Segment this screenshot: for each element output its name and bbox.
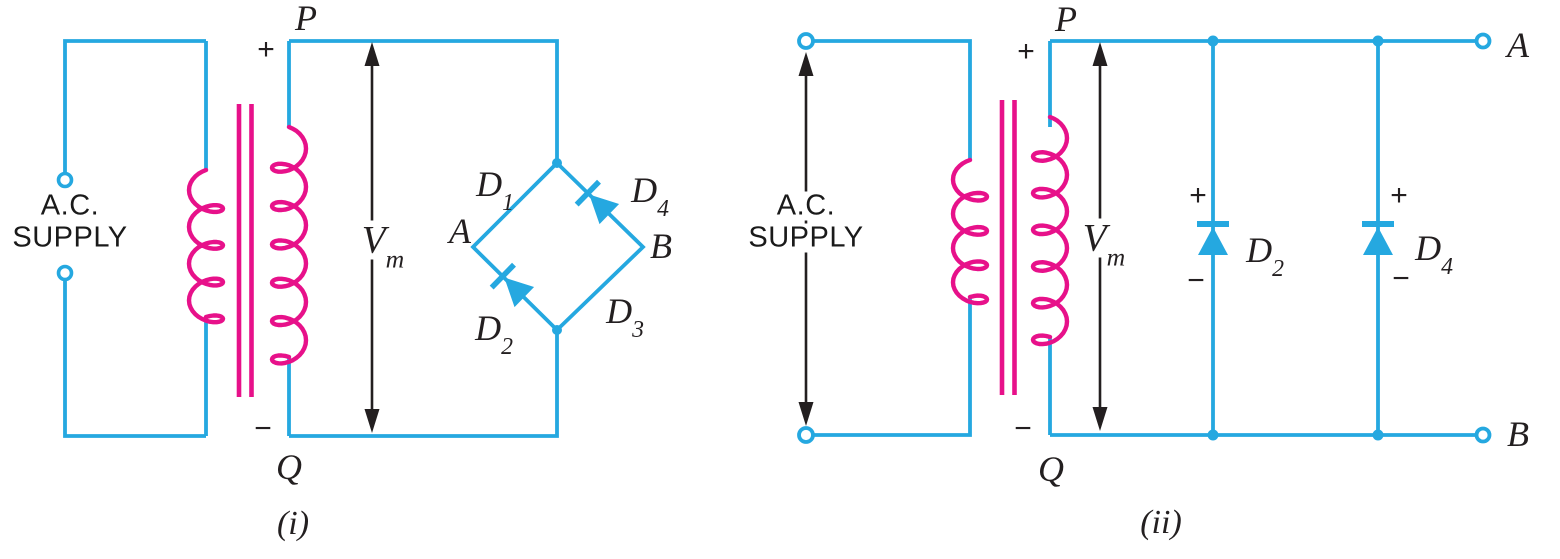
primary-coil-i [186,167,226,325]
secondary-coil-i [269,124,309,366]
diode-bar [574,179,601,207]
secondary-rails-i [289,39,559,438]
terminal-circle [56,264,74,282]
terminals-ii [797,32,1492,444]
d4-sub: 4 [1441,253,1453,280]
arrowhead-down [798,402,814,426]
diode-triangle [1198,227,1228,255]
ac-supply-label-line1-ii: A.C. [774,189,838,222]
vm-label-i: Vm [358,218,408,272]
d2-main: D [475,308,502,348]
figure-caption-ii: (ii) [1140,504,1182,541]
output-rails-ii [1050,39,1483,437]
arrowhead-down [1092,407,1108,431]
polarity-minus-i: − [254,412,272,445]
d1-sub: 1 [502,189,514,216]
diode-symbol-d2 [1197,221,1229,255]
ac-supply-label-line2-ii: SUPPLY [746,221,866,254]
diode-triangle [1363,227,1393,255]
output-label-b: B [1507,414,1529,454]
arrowhead-up [1092,42,1108,66]
junction-dots-i [552,158,562,335]
diode-label-d2: D2 [1246,230,1284,281]
transformer-core-i [236,104,254,397]
junction-dot [552,158,562,168]
terminal-label-q-ii: Q [1038,449,1064,489]
junction-dot [1372,429,1384,441]
secondary-coil-ii [1030,114,1070,347]
terminal-label-p-ii: P [1055,0,1077,39]
d2-minus-sign: − [1187,264,1205,297]
terminal-label-p-i: P [295,0,317,38]
terminal-circle [797,426,815,444]
junction-dot [552,325,562,335]
diode-label-d4-bridge: D4 [631,170,669,221]
d4-sub: 4 [657,195,669,222]
primary-rails-ii [806,39,972,437]
d4-main: D [631,170,658,210]
diode-bar [489,262,516,290]
polarity-plus-ii: + [1017,35,1035,68]
bridge-node-label-a: A [449,211,471,251]
output-label-a: A [1507,25,1529,65]
diode-triangle [589,194,620,225]
d2-sub: 2 [501,333,513,360]
vm-sub: m [1106,242,1126,272]
figure-i-wires [63,39,646,438]
arrowhead-up [364,42,380,66]
ac-supply-label-line1-i: A.C. [38,189,102,222]
ac-source-loop-i [63,39,206,438]
d3-main: D [606,291,633,331]
arrowhead-down [364,409,380,433]
primary-coil-ii [950,157,990,306]
d3-sub: 3 [632,316,644,343]
diode-triangle [504,277,535,308]
vm-sub: m [385,244,405,274]
vm-main: V [1082,216,1107,260]
d2-main: D [1246,230,1273,270]
d1-main: D [476,164,503,204]
diode-label-d1: D1 [476,164,514,215]
terminal-circle-a [1474,32,1492,50]
diode-branches-ii [1211,41,1380,435]
polarity-plus-i: + [257,33,275,66]
arrowhead-up [798,52,814,76]
bridge-node-label-b: B [650,226,672,266]
d2-plus-sign: + [1189,179,1207,212]
junction-dot [1207,35,1219,47]
d4-plus-sign: + [1390,179,1408,212]
diode-label-d2-bridge: D2 [475,308,513,359]
terminal-label-q-i: Q [276,447,302,487]
diode-symbol-d2-bridge [489,262,535,308]
junction-dot [1207,429,1219,441]
d4-main: D [1415,228,1442,268]
diode-symbol-d4 [1362,221,1394,255]
terminal-circle [56,171,74,189]
d4-minus-sign: − [1392,262,1410,295]
junction-dots-ii [1207,35,1384,441]
diode-symbol-d4-bridge [574,179,620,225]
vm-main: V [361,218,386,262]
figure-caption-i: (i) [276,505,310,542]
junction-dot [1372,35,1384,47]
d2-sub: 2 [1272,255,1284,282]
terminal-circle [797,32,815,50]
polarity-minus-ii: − [1014,412,1032,445]
ac-supply-label-line2-i: SUPPLY [10,221,130,254]
diode-label-d4: D4 [1415,228,1453,279]
transformer-core-ii [999,100,1017,395]
terminal-circle-b [1474,426,1492,444]
ac-terminals-i [56,171,74,282]
vm-label-ii: Vm [1079,216,1129,270]
diode-label-d3: D3 [606,291,644,342]
